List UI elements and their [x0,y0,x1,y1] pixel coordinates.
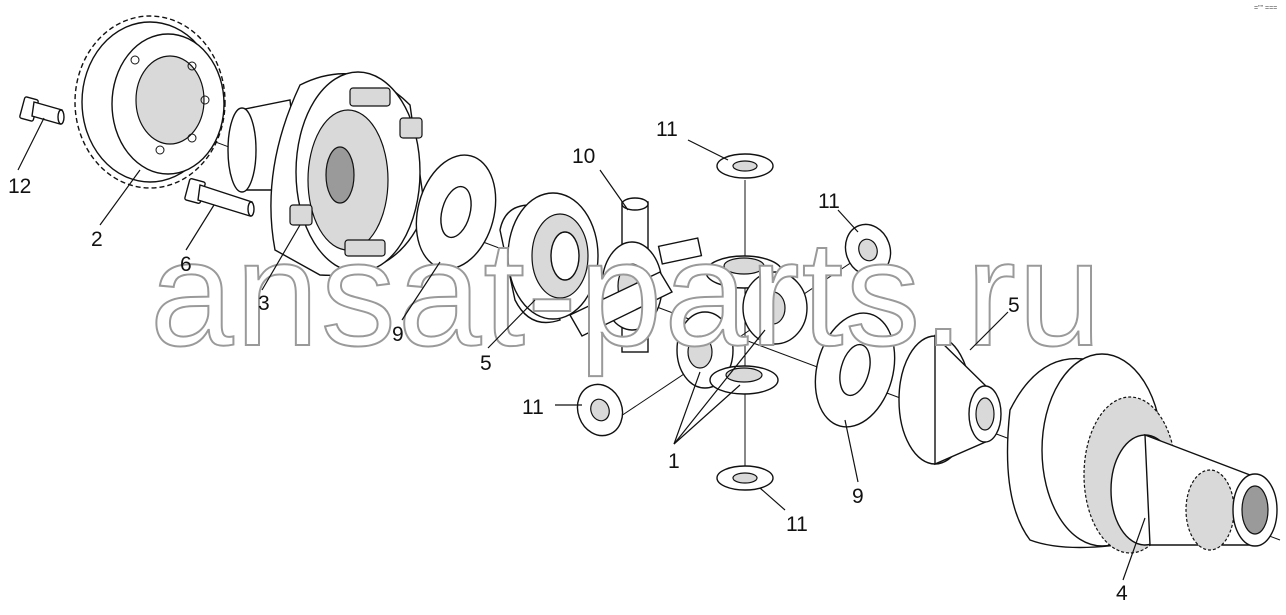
leader-11-bottom [759,487,786,511]
cross-shaft-10 [569,197,703,353]
differential-housing-3 [227,71,426,277]
leader-3 [261,224,301,291]
callout-5-right: 5 [1008,294,1020,317]
ring-gear-2 [74,15,226,189]
side-gear-5-right [898,334,1002,466]
washer-11-bottom [716,465,774,491]
thrust-washer-9-left [415,154,497,270]
watermark: ansat-parts.ru [150,209,1103,377]
callout-11-right: 11 [818,190,840,213]
leader-2 [99,169,141,226]
output-hub-4 [1006,353,1278,554]
callout-1: 1 [668,450,680,473]
leader-1c [673,329,766,445]
callout-10: 10 [572,145,595,168]
pinion-axis-diagonal [614,249,871,421]
leader-6 [185,204,215,251]
leader-4 [1122,517,1146,581]
callout-9-right: 9 [852,485,864,508]
callout-12: 12 [8,175,31,198]
callout-11-top: 11 [656,118,678,141]
leader-1b [673,384,741,445]
leader-11-right [837,209,859,233]
callout-6: 6 [180,253,192,276]
callout-11-left: 11 [522,396,544,419]
leader-5-right [969,311,1009,351]
callout-3: 3 [258,292,270,315]
washer-11-top [716,153,774,179]
leader-1a [673,371,701,445]
washer-11-right [844,223,892,277]
leader-10 [599,169,629,211]
washer-11-left [576,383,624,437]
pinion-gears-1 [676,255,808,395]
callout-4: 4 [1116,582,1128,605]
leader-11-top [687,139,729,161]
corner-mark: ="" === [1254,5,1277,12]
bolt-6 [184,178,255,217]
leader-5-left [487,299,536,349]
callout-9-left: 9 [392,323,404,346]
callout-11-bottom: 11 [786,513,808,536]
callout-5-left: 5 [480,352,492,375]
leader-12 [17,117,45,171]
bolt-12 [19,96,65,125]
callout-2: 2 [91,228,103,251]
thrust-washer-9-right [814,312,896,428]
side-gear-5-left [499,192,599,324]
leader-9-right [844,419,859,483]
leader-9-left [401,261,441,321]
